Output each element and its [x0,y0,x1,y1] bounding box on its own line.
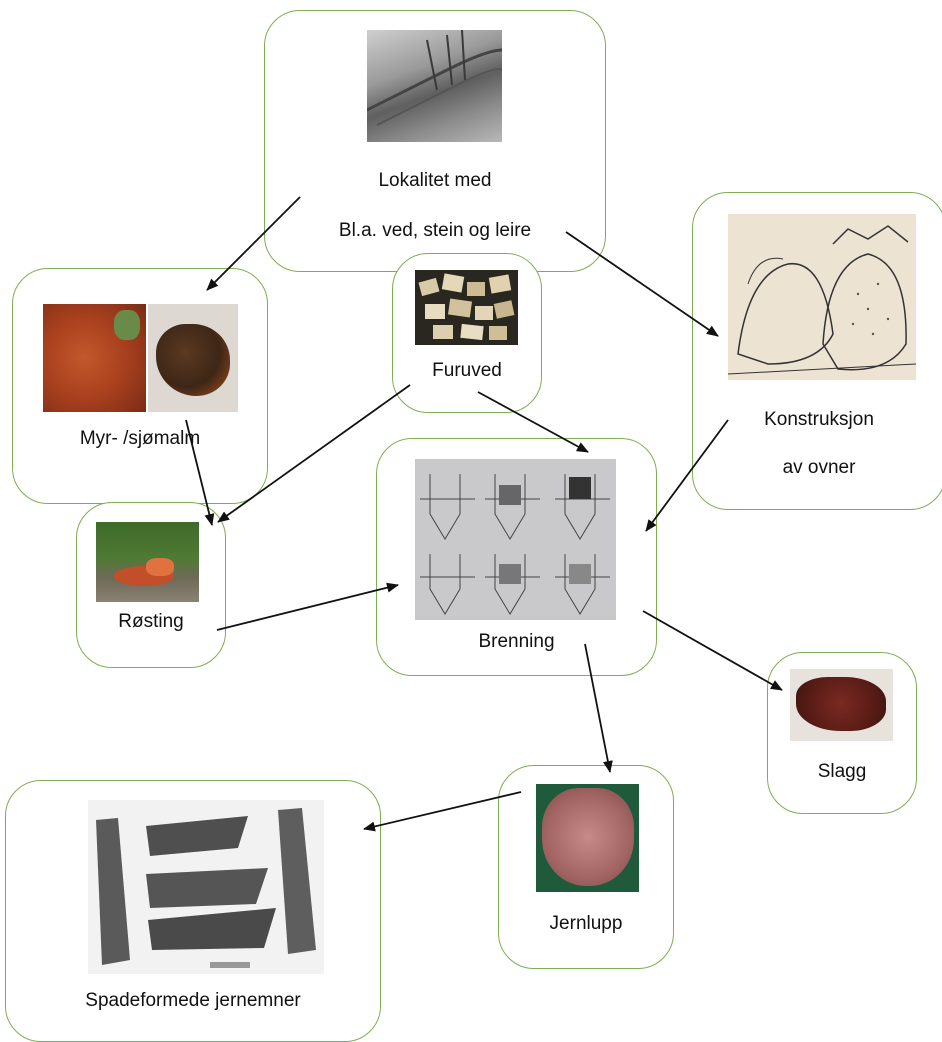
slagg-title: Slagg [767,761,917,783]
spade-iron-bars-photo [88,800,324,974]
rosting-title: Røsting [76,611,226,633]
iron-bloom-photo [536,784,639,892]
brenning-title: Brenning [376,631,657,653]
slag-photo [790,669,893,741]
furnace-drawing [728,214,916,380]
myr-title: Myr- /sjømalm [12,428,268,450]
bog-ore-photo-2 [148,304,238,412]
arrow-brenning-slagg [643,611,782,690]
landscape-photo [367,30,502,142]
jernlupp-title: Jernlupp [498,913,674,935]
roasting-photo [96,522,199,602]
lokalitet-subtitle: Bl.a. ved, stein og leire [264,220,606,242]
pine-wood-photo [415,270,518,345]
arrow-rosting-brenning [217,585,398,630]
smelting-drawings-photo [415,459,616,620]
furuved-title: Furuved [392,360,542,382]
konstruksjon-title: Konstruksjon [692,409,942,431]
spade-title: Spadeformede jernemner [5,990,381,1012]
bog-ore-photo-1 [43,304,146,412]
konstruksjon-subtitle: av ovner [692,457,942,479]
lokalitet-title: Lokalitet med [264,170,606,192]
